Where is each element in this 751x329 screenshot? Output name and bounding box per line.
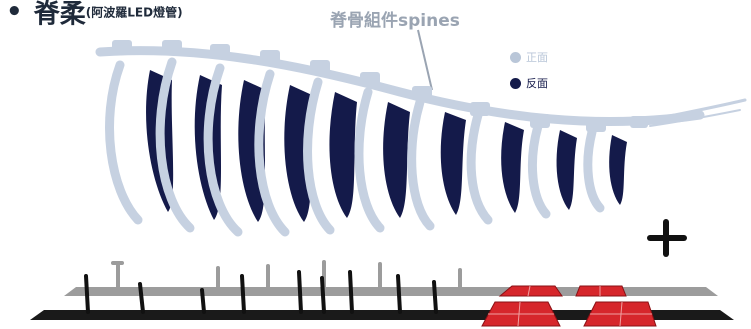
back-rib — [383, 102, 410, 218]
vertebra — [630, 116, 648, 128]
vertebra — [470, 102, 490, 116]
black-post — [242, 276, 244, 312]
black-post — [350, 272, 352, 312]
front-rib — [359, 92, 380, 228]
vertebra — [210, 44, 230, 58]
vertebra — [530, 114, 550, 128]
vertebra — [310, 60, 330, 74]
vertebra — [360, 72, 380, 86]
black-post — [299, 272, 301, 312]
red-tile — [576, 286, 626, 296]
front-rib — [110, 65, 138, 220]
black-post — [398, 276, 400, 312]
back-rib — [609, 135, 627, 205]
grey-posts — [113, 262, 460, 288]
vertebra — [260, 50, 280, 64]
vertebra — [112, 40, 132, 54]
callout-pointer — [418, 30, 432, 90]
back-rib — [501, 122, 524, 213]
vertebra — [412, 86, 432, 100]
black-post — [86, 276, 88, 312]
front-rib — [588, 132, 600, 208]
black-post — [322, 278, 324, 312]
black-post — [434, 282, 436, 312]
front-ribs — [110, 62, 600, 232]
vertebra — [586, 118, 606, 132]
front-rib — [308, 82, 330, 230]
front-rib — [471, 115, 488, 220]
back-rib — [329, 92, 357, 218]
front-rib — [532, 126, 546, 214]
back-rib — [557, 130, 577, 210]
front-rib — [412, 102, 430, 226]
black-post — [202, 290, 204, 312]
plus-icon — [650, 222, 684, 254]
vertebra — [162, 40, 182, 54]
back-rib — [441, 112, 466, 215]
